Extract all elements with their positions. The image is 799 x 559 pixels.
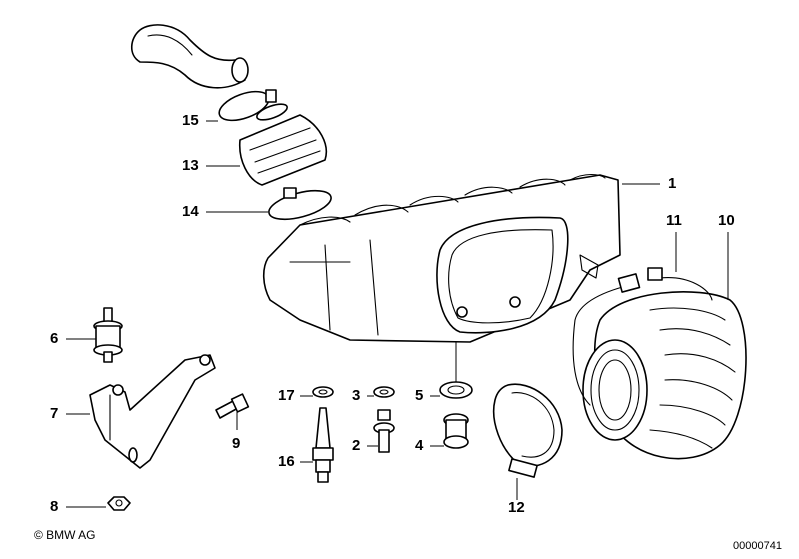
callout-11: 11 <box>666 212 682 229</box>
callout-17: 17 <box>278 387 295 404</box>
washer-17-drawing <box>312 386 334 398</box>
callout-9: 9 <box>232 435 241 452</box>
callout-2: 2 <box>352 437 361 454</box>
callout-8: 8 <box>50 498 59 515</box>
callout-6: 6 <box>50 330 59 347</box>
callout-1: 1 <box>668 175 677 192</box>
temperature-sensor-16-drawing <box>312 407 334 483</box>
nut-8-drawing <box>107 496 131 511</box>
copyright-text: © BMW AG <box>34 528 96 542</box>
callout-13: 13 <box>182 157 199 174</box>
callout-4: 4 <box>415 437 424 454</box>
rubber-bellows-13-drawing <box>238 103 327 186</box>
bolt-9-drawing <box>215 393 250 419</box>
rubber-mount-6-drawing <box>93 307 123 363</box>
image-number: 00000741 <box>733 540 782 552</box>
washer-3-drawing <box>373 386 395 398</box>
callout-16: 16 <box>278 453 295 470</box>
pin-2-drawing <box>373 409 395 453</box>
callout-3: 3 <box>352 387 361 404</box>
callout-7: 7 <box>50 405 59 422</box>
callout-5: 5 <box>415 387 424 404</box>
bracket-7-drawing <box>89 354 216 469</box>
grommet-4-drawing <box>443 413 469 449</box>
leader-lines <box>66 120 729 508</box>
callout-12: 12 <box>508 499 525 516</box>
hose-clamp-14-drawing <box>268 187 332 221</box>
hose-clamp-15-drawing <box>218 89 277 122</box>
grommet-5-drawing <box>439 381 473 399</box>
intake-pipe-drawing <box>130 24 249 89</box>
callout-15: 15 <box>182 112 199 129</box>
air-filter-10-drawing <box>582 291 747 460</box>
callout-14: 14 <box>182 203 199 220</box>
hose-clamp-12-drawing <box>493 383 563 478</box>
callout-10: 10 <box>718 212 735 229</box>
intake-silencer-1-drawing <box>262 173 621 343</box>
filter-strap-11-drawing <box>572 267 713 406</box>
